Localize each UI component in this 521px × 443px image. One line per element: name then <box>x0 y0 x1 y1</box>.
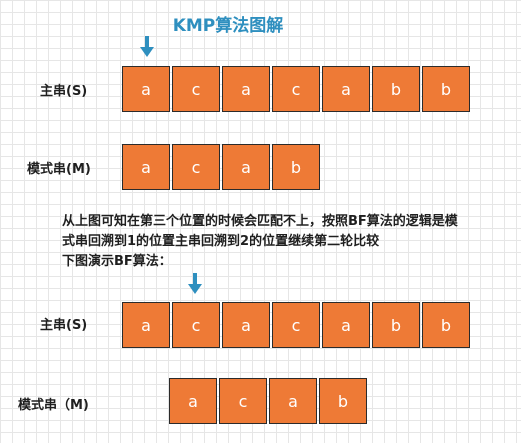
pattern-string-row-2: a c a b <box>169 378 369 426</box>
main-string-label: 主串(S) <box>40 84 88 99</box>
main-char-cell: a <box>222 302 270 348</box>
explanation-line: 从上图可知在第三个位置的时候会匹配不上，按照BF算法的逻辑是模 <box>62 214 458 229</box>
main-string-row-1: a c a c a b b <box>122 66 472 114</box>
pattern-char-cell: a <box>169 378 217 424</box>
main-char-cell: a <box>122 66 170 112</box>
pattern-char-cell: a <box>222 144 270 190</box>
pattern-string-label: 模式串（M) <box>18 398 89 413</box>
pattern-char-cell: b <box>319 378 367 424</box>
main-char-cell: a <box>322 66 370 112</box>
main-char-cell: b <box>372 302 420 348</box>
main-string-row-2: a c a c a b b <box>122 302 472 350</box>
explanation-text: 从上图可知在第三个位置的时候会匹配不上，按照BF算法的逻辑是模 式串回溯到1的位… <box>62 212 502 272</box>
main-char-cell: a <box>122 302 170 348</box>
main-char-cell: b <box>422 66 470 112</box>
main-string-label: 主串(S) <box>40 318 88 333</box>
pattern-char-cell: a <box>269 378 317 424</box>
main-char-cell: a <box>222 66 270 112</box>
main-char-cell: c <box>172 302 220 348</box>
main-char-cell: c <box>172 66 220 112</box>
down-arrow-icon <box>188 273 202 294</box>
diagram-title: KMP算法图解 <box>172 16 284 36</box>
main-char-cell: c <box>272 66 320 112</box>
pattern-string-label: 模式串(M) <box>27 162 91 177</box>
pattern-string-row-1: a c a b <box>122 144 322 192</box>
pattern-char-cell: b <box>272 144 320 190</box>
main-char-cell: b <box>422 302 470 348</box>
main-char-cell: a <box>322 302 370 348</box>
explanation-line: 下图演示BF算法： <box>62 254 172 269</box>
pattern-char-cell: a <box>122 144 170 190</box>
main-char-cell: c <box>272 302 320 348</box>
explanation-line: 式串回溯到1的位置主串回溯到2的位置继续第二轮比较 <box>62 234 380 249</box>
down-arrow-icon <box>140 36 154 57</box>
pattern-char-cell: c <box>172 144 220 190</box>
main-char-cell: b <box>372 66 420 112</box>
pattern-char-cell: c <box>219 378 267 424</box>
